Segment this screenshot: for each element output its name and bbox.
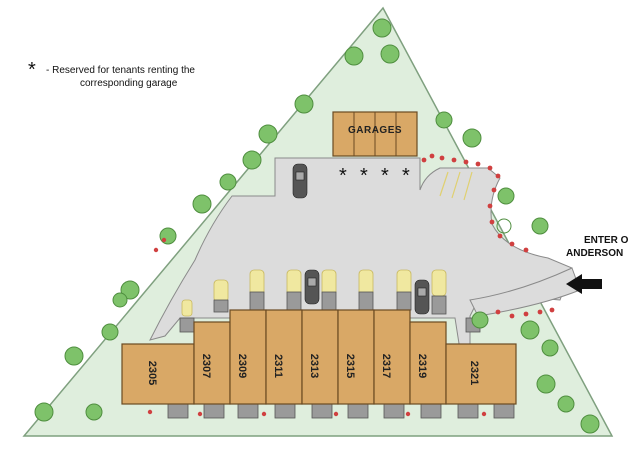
entry-label-line-1: ENTER O [584,235,629,246]
rear-sheds [167,403,515,419]
reserved-mark: * [339,165,347,187]
unit-2317 [373,309,411,405]
unit-number: 2309 [236,353,249,379]
unit-number: 2311 [271,354,284,378]
entry-label-line-2: ANDERSON [566,248,624,259]
unit-number: 2319 [416,353,429,379]
unit-2309 [229,309,267,405]
reserved-mark: * [381,165,389,187]
reserved-mark: * [360,165,368,187]
unit-2307 [193,321,231,405]
garages-block [332,111,418,157]
unit-number: 2305 [146,360,159,386]
unit-2319 [409,321,447,405]
reserved-mark: * [402,165,410,187]
car-icon [304,269,320,305]
garages-label: GARAGES [347,125,403,136]
townhouse-row [121,309,517,405]
car-icon [414,279,430,315]
angled-stalls [439,171,473,201]
legend-symbol: * [28,59,36,81]
unit-2321 [445,343,517,405]
unit-number: 2307 [200,353,213,379]
unit-2313 [301,309,339,405]
car-icon [292,163,308,199]
legend-text: - Reserved for tenants renting the corre… [46,64,236,90]
unit-number: 2313 [308,353,321,379]
unit-2305 [121,343,195,405]
unit-number: 2315 [344,353,357,379]
legend-line-2: corresponding garage [80,78,178,89]
arrow-left-icon [566,274,602,294]
flower-border [147,153,555,417]
tree-icon [34,18,600,434]
unit-number: 2317 [380,353,393,379]
unit-2311 [265,309,303,405]
unit-number: 2321 [468,360,481,386]
front-sheds [179,291,481,333]
entry-label: ENTER O ANDERSON [566,234,628,260]
legend-line-1: Reserved for tenants renting the [52,65,195,76]
